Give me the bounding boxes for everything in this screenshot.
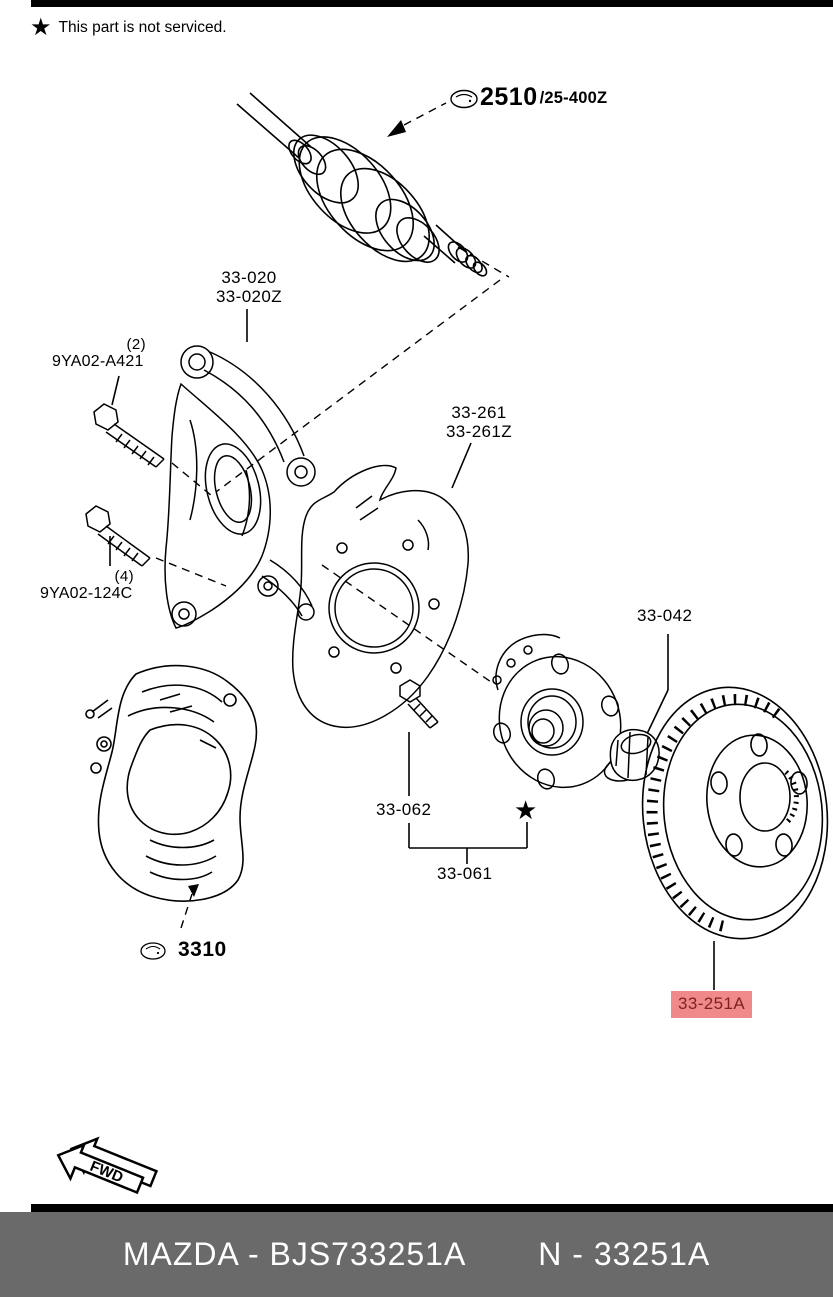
brake-caliper-drawing [85,664,258,902]
part-code: 33-062 [376,800,432,819]
part-code: 9YA02-A421 [52,353,144,370]
part-code: 3310 [178,938,227,961]
axle-leader-arrowhead [387,120,406,137]
part-label-axle-2510[interactable]: 2510 /25-400Z [448,84,607,110]
part-code: 33-020 [221,268,277,287]
part-label-shield[interactable]: 33-261 33-261Z [436,403,522,441]
splash-shield-drawing [291,464,470,729]
part-label-knuckle[interactable]: 33-020 33-020Z [204,268,294,306]
part-label-disc-selected[interactable]: 33-251A [671,991,753,1018]
reference-icon [140,942,166,960]
part-code: 2510 [480,83,538,111]
part-code: 33-020Z [215,287,283,306]
part-label-bolt-upper[interactable]: (2) 9YA02-A421 [52,336,152,370]
footer-part-number: N - 33251A [538,1236,711,1272]
brake-disc-drawing [641,686,829,940]
fwd-arrow-icon: FWD [56,1136,159,1195]
part-code: 33-042 [637,606,693,625]
assembly-dashed-lines [155,102,510,929]
part-label-hub-bolt[interactable]: 33-062 [376,800,431,820]
reference-icon [450,89,478,109]
cv-axle-drawing [236,92,488,277]
footer-catalog-number: MAZDA - BJS733251A [122,1236,467,1272]
steering-knuckle-drawing [164,345,316,629]
star-icon: ★ [514,795,538,825]
bolt-drawing-upper [93,403,165,468]
wheel-hub-drawing [492,633,622,790]
part-code: 33-261 [451,403,507,422]
part-label-hub-assembly[interactable]: 33-061 [437,864,492,884]
leader-lines [109,309,715,990]
part-code-suffix: /25-400Z [539,89,608,107]
caliper-leader-arrowhead [188,884,199,897]
notice-text: This part is not serviced. [58,19,227,36]
frame-top-border [31,0,833,7]
footer-part-number-bar: MAZDA - BJS733251A N - 33251A [0,1212,833,1297]
part-quantity: (4) [114,568,134,585]
bolt-drawing-lower [85,505,151,567]
part-label-bolt-lower[interactable]: (4) 9YA02-124C [40,568,140,602]
part-label-nut[interactable]: 33-042 [637,606,692,626]
hub-nut-drawing [603,728,660,782]
star-icon: ★ [30,14,52,41]
hub-bolt-drawing [399,679,439,729]
part-code: 33-261Z [445,422,513,441]
part-label-caliper-3310[interactable]: 3310 [138,938,227,962]
frame-bottom-border [31,1204,833,1212]
part-code: 33-251A [678,994,746,1013]
part-code: 9YA02-124C [40,585,133,602]
not-serviced-notice: ★ This part is not serviced. [30,14,227,41]
part-code: 33-061 [437,864,493,883]
part-quantity: (2) [126,336,146,353]
